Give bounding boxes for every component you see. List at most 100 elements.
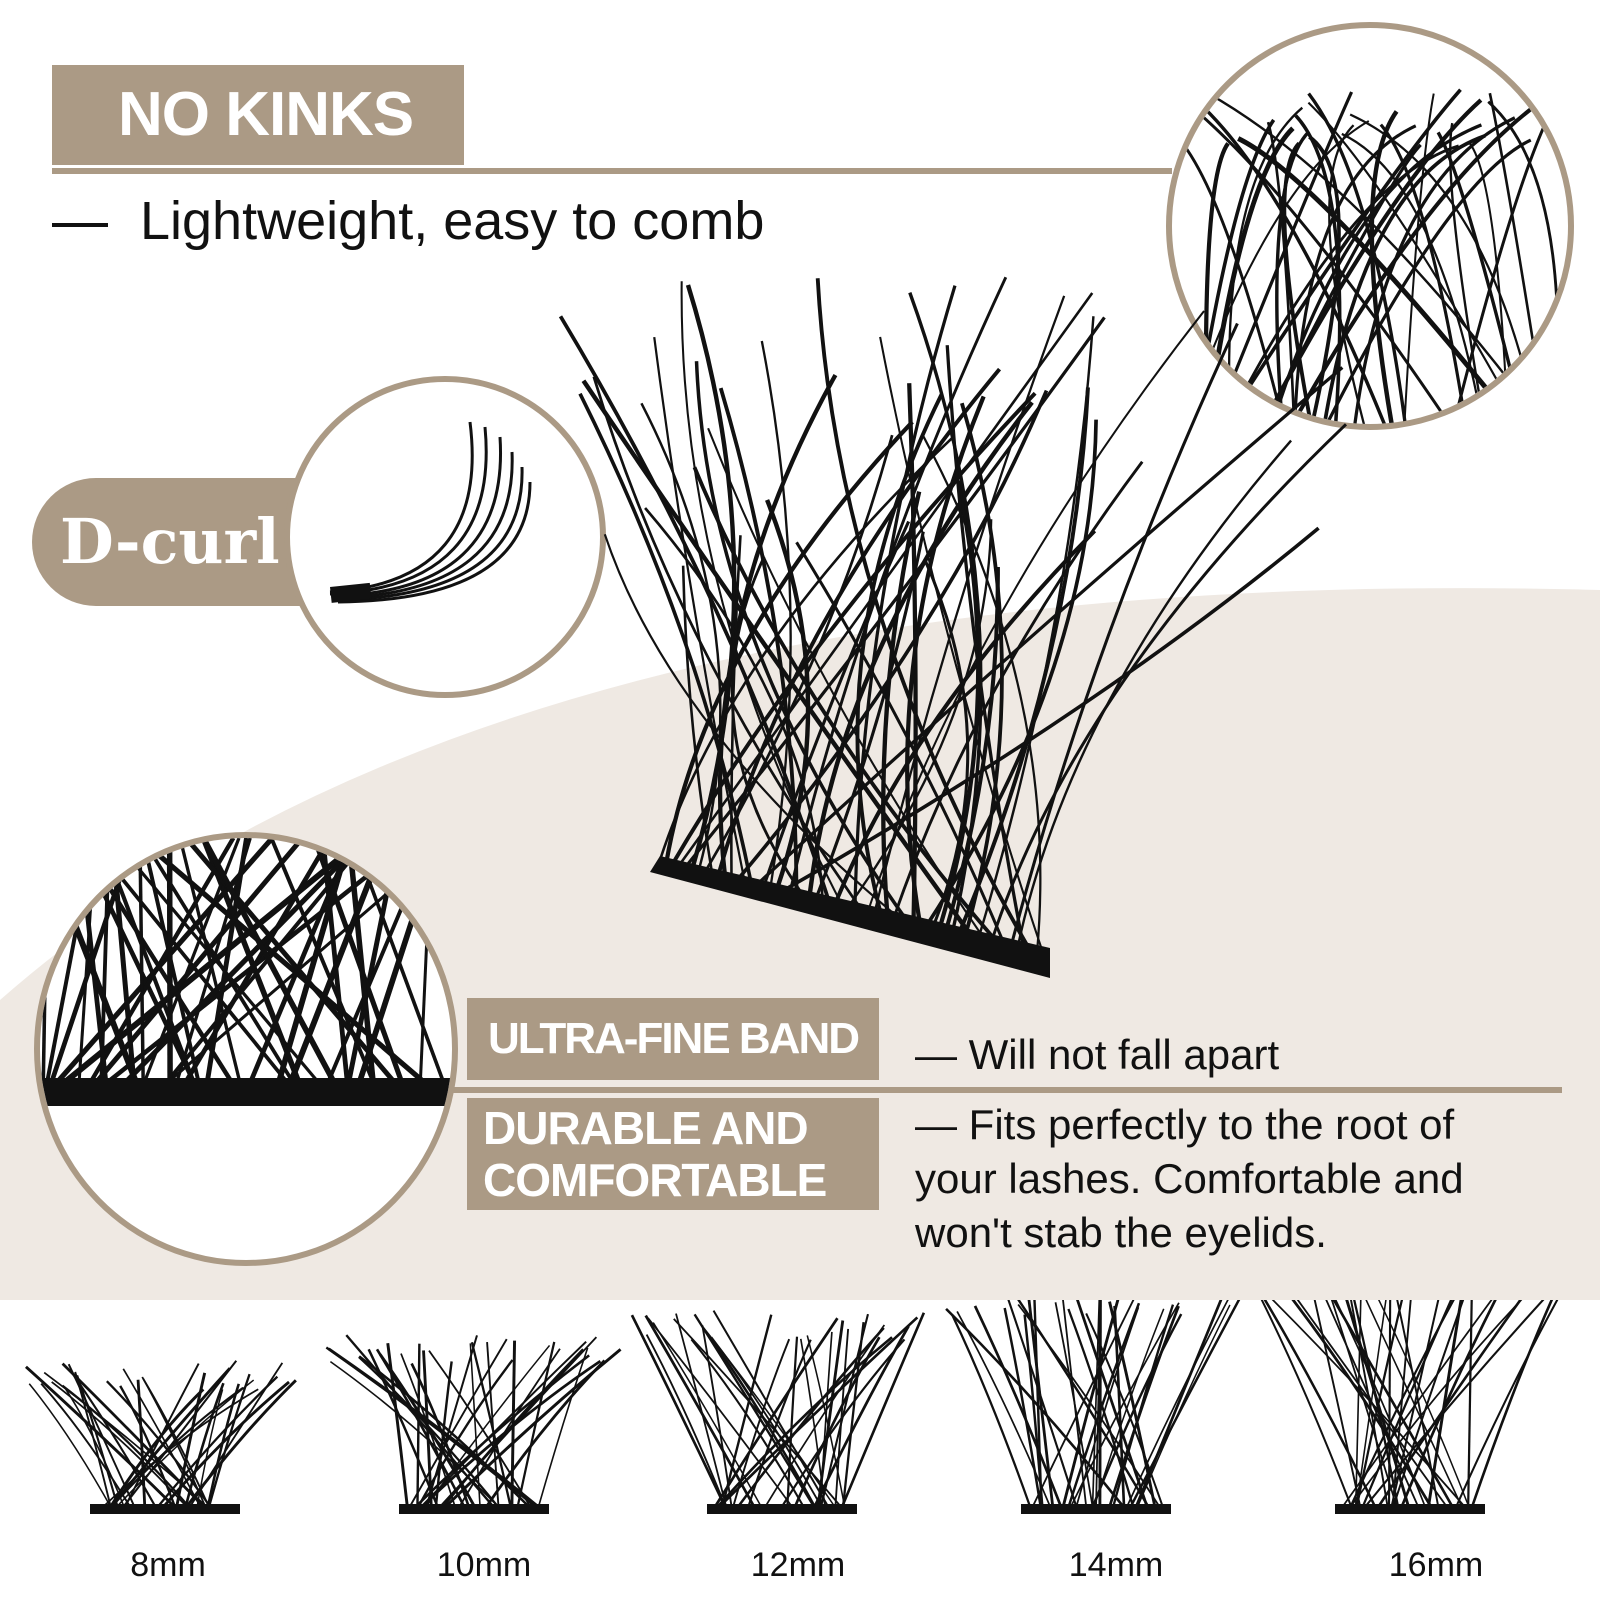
lash-strand xyxy=(1282,141,1313,424)
lash-strand xyxy=(358,1356,502,1511)
curl-lash-image xyxy=(329,421,532,604)
lash-strand xyxy=(1307,92,1407,424)
lash-strand xyxy=(515,1341,556,1511)
lash-strand xyxy=(482,1359,606,1511)
lash-strand xyxy=(183,1382,225,1511)
lash-strand xyxy=(937,480,981,930)
lash-strand xyxy=(731,1338,791,1511)
durable-description: — Fits perfectly to the root of your las… xyxy=(915,1098,1464,1260)
lash-strand xyxy=(788,276,1008,893)
band-closeup-circle xyxy=(34,832,458,1266)
lash-strand xyxy=(924,419,1098,927)
lash-strand xyxy=(693,1313,818,1511)
lash-strand xyxy=(85,838,236,1090)
lash-strand xyxy=(1133,1300,1223,1511)
lash-strand xyxy=(536,1347,589,1511)
lash-strand xyxy=(386,1342,410,1511)
description-line: — Fits perfectly to the root of xyxy=(915,1101,1455,1148)
description-line: won't stab the eyelids. xyxy=(915,1209,1327,1256)
lash-strand xyxy=(1271,123,1483,424)
size-label: 14mm xyxy=(1068,1546,1164,1584)
lash-strand xyxy=(734,1327,885,1511)
lash-strand xyxy=(174,1372,207,1511)
lash-strand xyxy=(1135,1304,1231,1511)
lash-strand xyxy=(329,1360,503,1511)
subtitle-text: Lightweight, easy to comb xyxy=(140,191,765,251)
ultra-fine-band-description: — Will not fall apart xyxy=(915,1031,1280,1078)
lash-strand xyxy=(1353,1300,1400,1511)
lash-strand xyxy=(424,1335,478,1511)
divider xyxy=(452,1087,1562,1093)
lash-strand xyxy=(1009,322,1239,947)
lash-strand xyxy=(603,533,902,921)
size-label: 8mm xyxy=(130,1546,206,1584)
lash-strand xyxy=(1453,1300,1559,1511)
lash-strand xyxy=(1212,91,1354,424)
size-label: 12mm xyxy=(750,1546,846,1584)
lash-strand xyxy=(122,1368,203,1511)
lash-strand xyxy=(640,402,722,870)
lash-strand xyxy=(99,1388,259,1511)
lash-strand xyxy=(950,1313,1033,1511)
lash-strand xyxy=(644,1314,758,1511)
lash-strand xyxy=(1076,1300,1150,1511)
lash-strand xyxy=(178,838,243,1089)
lash-strand xyxy=(510,1340,517,1511)
lash-strand xyxy=(24,1365,179,1512)
lash-strand xyxy=(1469,1300,1554,1511)
lash-strand xyxy=(681,565,714,874)
lash-strand xyxy=(1290,94,1549,424)
lash-strand xyxy=(327,1347,544,1512)
lash-strand xyxy=(107,1367,231,1511)
lash-strand xyxy=(1294,114,1342,424)
lash-strand xyxy=(1237,136,1519,424)
lash-strand xyxy=(428,1350,534,1511)
lash-strand xyxy=(664,420,914,862)
lash-strand xyxy=(892,460,1144,919)
lash-strand xyxy=(807,400,1034,898)
lash-strand xyxy=(1426,1300,1463,1511)
lash-strand xyxy=(1325,1300,1421,1511)
lash-sizes-images xyxy=(24,1300,1559,1514)
durable-label-line2: COMFORTABLE xyxy=(483,1154,827,1206)
lash-strand xyxy=(1322,134,1486,424)
lash-strand xyxy=(795,541,1006,946)
lash-strand xyxy=(908,292,983,933)
lash-band xyxy=(1021,1504,1171,1514)
lash-strand xyxy=(1260,1300,1354,1511)
lash-strand xyxy=(1347,1300,1523,1511)
lash-strand xyxy=(1033,1300,1043,1511)
lash-strand xyxy=(592,376,863,911)
lash-strand xyxy=(834,1328,850,1511)
lash-strand xyxy=(1095,1300,1102,1511)
lash-strand xyxy=(183,1379,297,1511)
lash-strand xyxy=(701,1325,734,1511)
lash-strand xyxy=(762,1324,886,1511)
lash-strand xyxy=(1227,106,1304,424)
lash-strand xyxy=(89,838,305,1090)
lash-strand xyxy=(200,838,340,1090)
lash-strand xyxy=(203,838,249,1089)
main-lash-image xyxy=(558,276,1348,978)
lash-strand xyxy=(839,1312,926,1511)
lash-strand xyxy=(1062,1300,1088,1511)
lash-strand xyxy=(700,1323,838,1511)
lash-strand xyxy=(1091,1300,1101,1511)
lash-strand xyxy=(138,838,146,1089)
lash-strand xyxy=(1334,1300,1428,1511)
lash-strand xyxy=(973,1305,1064,1511)
lash-band xyxy=(1335,1504,1485,1514)
lash-strand xyxy=(1389,1300,1440,1511)
lash-strand xyxy=(411,1354,590,1511)
lash-strand xyxy=(1092,1308,1165,1511)
lash-strand xyxy=(1060,1300,1120,1511)
lash-strand xyxy=(881,491,922,917)
lash-strand xyxy=(1399,1300,1497,1511)
lash-strand xyxy=(1127,1300,1241,1511)
lash-strand xyxy=(1377,1300,1471,1511)
lash-strand xyxy=(922,435,1042,953)
no-kinks-banner: NO KINKS xyxy=(52,65,464,165)
lash-strand xyxy=(765,499,811,890)
lash-strand xyxy=(1222,88,1462,424)
size-label: 10mm xyxy=(436,1546,532,1584)
